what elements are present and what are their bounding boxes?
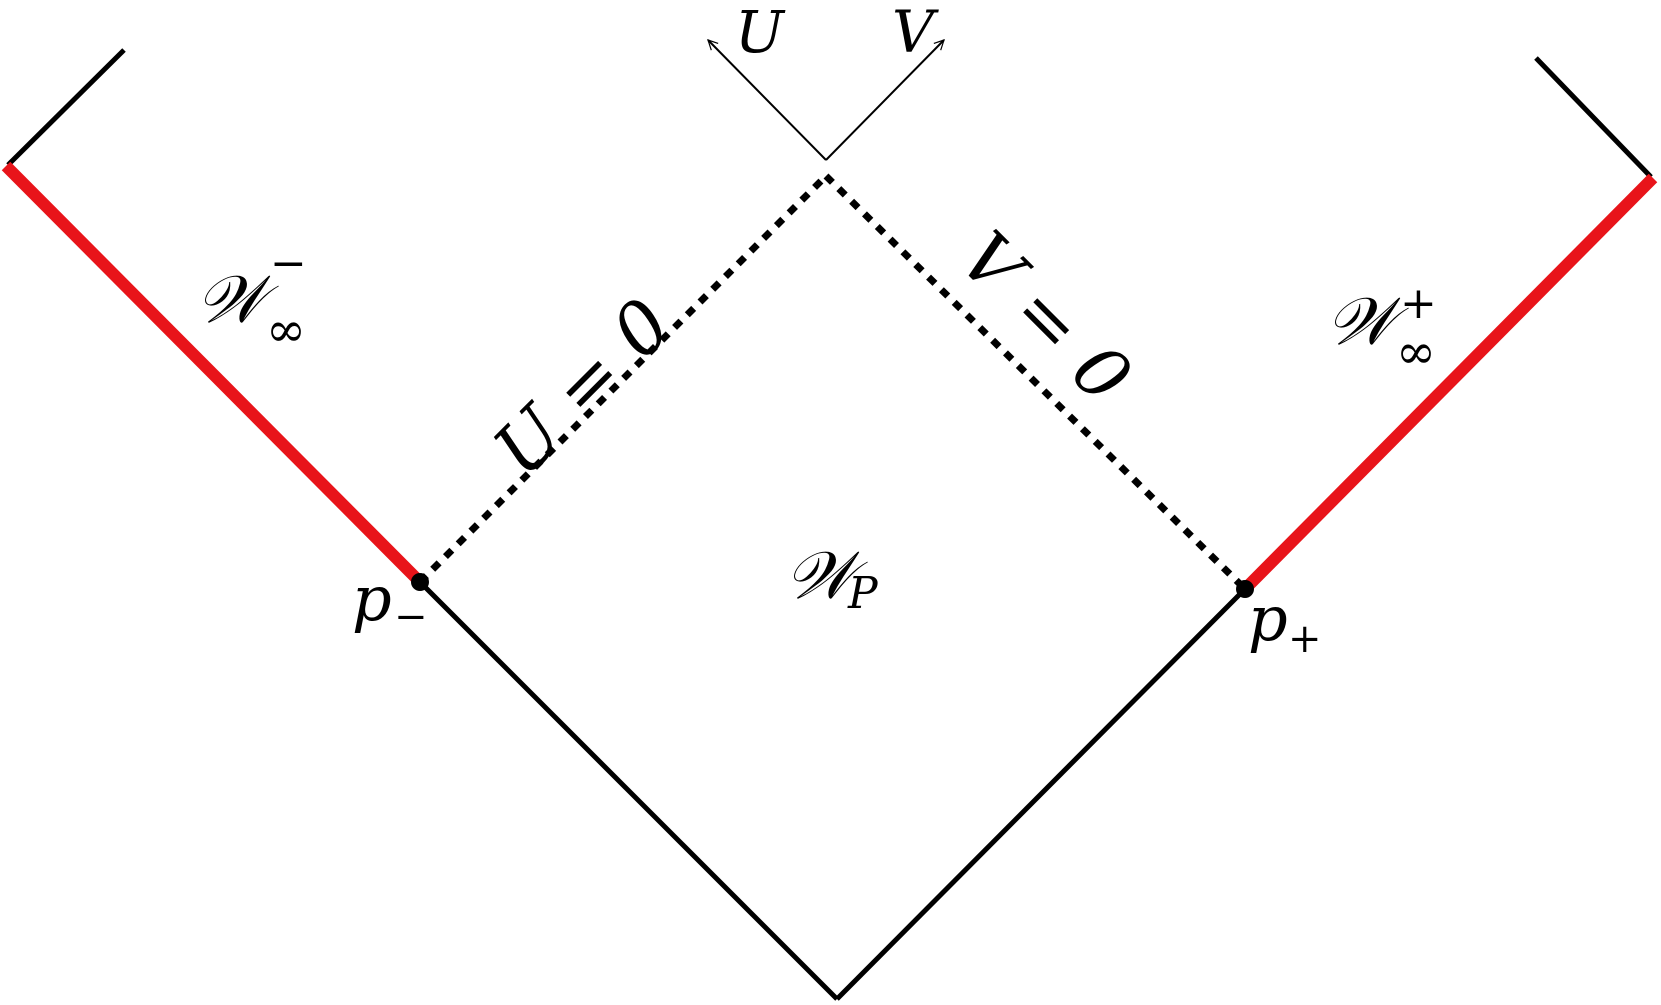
svg-text:+: +: [1288, 616, 1322, 662]
w-inf-minus-label: 𝒲 − ∞: [196, 238, 307, 358]
u-axis-arrow: [708, 40, 827, 161]
lower-right-boundary: [835, 587, 1247, 1001]
horizon-v-label: V = 0: [944, 216, 1148, 420]
w-inf-plus-edge: [1240, 173, 1658, 594]
svg-text:𝒲: 𝒲: [196, 261, 279, 338]
left-top-boundary: [6, 48, 126, 167]
p-minus-label: p −: [352, 562, 428, 640]
point-p-plus: [1236, 580, 1254, 598]
svg-text:−: −: [394, 594, 428, 640]
svg-text:∞: ∞: [1396, 324, 1436, 380]
svg-text:−: −: [270, 238, 307, 289]
svg-text:∞: ∞: [266, 302, 306, 358]
u-axis-label: U: [735, 0, 786, 66]
svg-text:p: p: [1248, 582, 1288, 655]
lower-left-boundary: [418, 580, 839, 1001]
horizon-u-label: U = 0: [477, 282, 687, 492]
svg-text:+: +: [1400, 278, 1437, 329]
svg-text:p: p: [352, 562, 392, 635]
svg-text:𝒲: 𝒲: [1326, 283, 1409, 360]
right-top-boundary: [1534, 56, 1653, 179]
svg-text:P: P: [847, 568, 879, 619]
p-plus-label: p +: [1248, 582, 1322, 662]
point-p-minus: [411, 573, 429, 591]
horizon-v-zero: [823, 173, 1248, 592]
v-axis-arrow: [825, 40, 944, 161]
wedge-p-label: 𝒲 P: [785, 537, 879, 619]
w-inf-minus-edge: [1, 161, 425, 587]
w-inf-plus-label: 𝒲 + ∞: [1326, 278, 1437, 380]
horizon-u-zero: [417, 173, 829, 585]
v-axis-label: V: [892, 0, 939, 66]
svg-text:𝒲: 𝒲: [785, 537, 868, 614]
